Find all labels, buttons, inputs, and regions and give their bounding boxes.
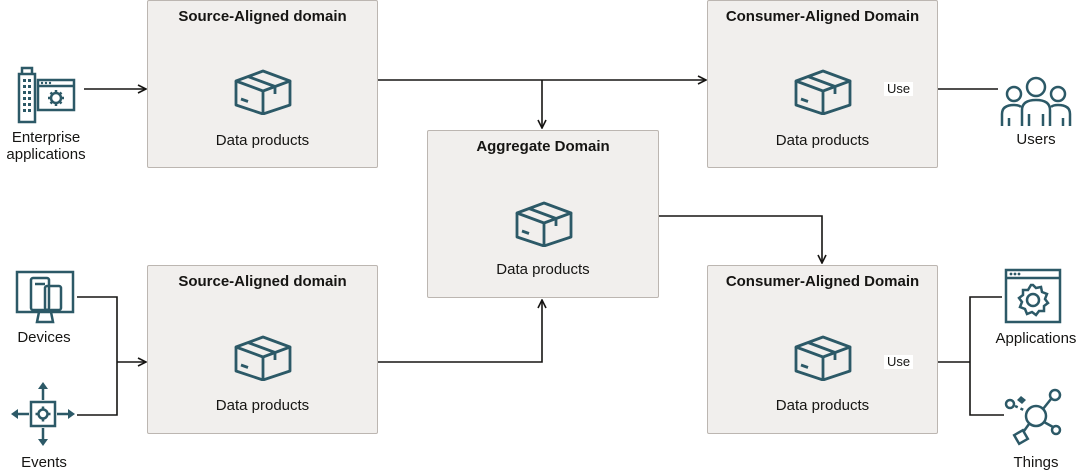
domain-title: Consumer-Aligned Domain — [725, 273, 920, 290]
users-icon — [1000, 76, 1072, 126]
edge-devices-events-bracket — [77, 296, 118, 416]
events-label: Events — [21, 454, 67, 471]
domain-title: Consumer-Aligned Domain — [725, 8, 920, 25]
data-products-box-icon — [234, 335, 292, 381]
data-products-label: Data products — [775, 397, 870, 414]
data-products-box-icon — [234, 69, 292, 115]
events-icon — [11, 382, 75, 446]
aggregate-domain: Aggregate Domain Data products — [427, 130, 659, 298]
applications-label: Applications — [995, 330, 1077, 347]
use-label-bottom: Use — [884, 355, 914, 369]
domain-title: Aggregate Domain — [476, 138, 610, 155]
data-products-label: Data products — [215, 397, 310, 414]
things-iot-icon — [1004, 388, 1062, 446]
edge-aggregate-to-consumer — [659, 215, 822, 263]
enterprise-applications-label: Enterprise applications — [6, 129, 86, 163]
data-products-label: Data products — [775, 132, 870, 149]
things-label: Things — [1013, 454, 1059, 471]
consumer-aligned-domain-bottom: Consumer-Aligned Domain Data products — [707, 265, 938, 434]
enterprise-building-app-icon — [17, 66, 76, 124]
source-aligned-domain-bottom: Source-Aligned domain Data products — [147, 265, 378, 434]
users-label: Users — [1016, 131, 1056, 148]
domain-title: Source-Aligned domain — [178, 273, 347, 290]
edge-source-bottom-to-aggregate — [299, 300, 542, 363]
data-products-box-icon — [515, 201, 573, 247]
use-label-top: Use — [884, 82, 914, 96]
edge-apps-things-bracket — [969, 296, 1004, 416]
data-products-label: Data products — [215, 132, 310, 149]
devices-label: Devices — [17, 329, 71, 346]
domain-title: Source-Aligned domain — [178, 8, 347, 25]
applications-gear-icon — [1004, 268, 1062, 324]
source-aligned-domain-top: Source-Aligned domain Data products — [147, 0, 378, 168]
data-products-label: Data products — [496, 261, 590, 278]
data-products-box-icon — [794, 69, 852, 115]
data-products-box-icon — [794, 335, 852, 381]
devices-icon — [15, 270, 75, 324]
